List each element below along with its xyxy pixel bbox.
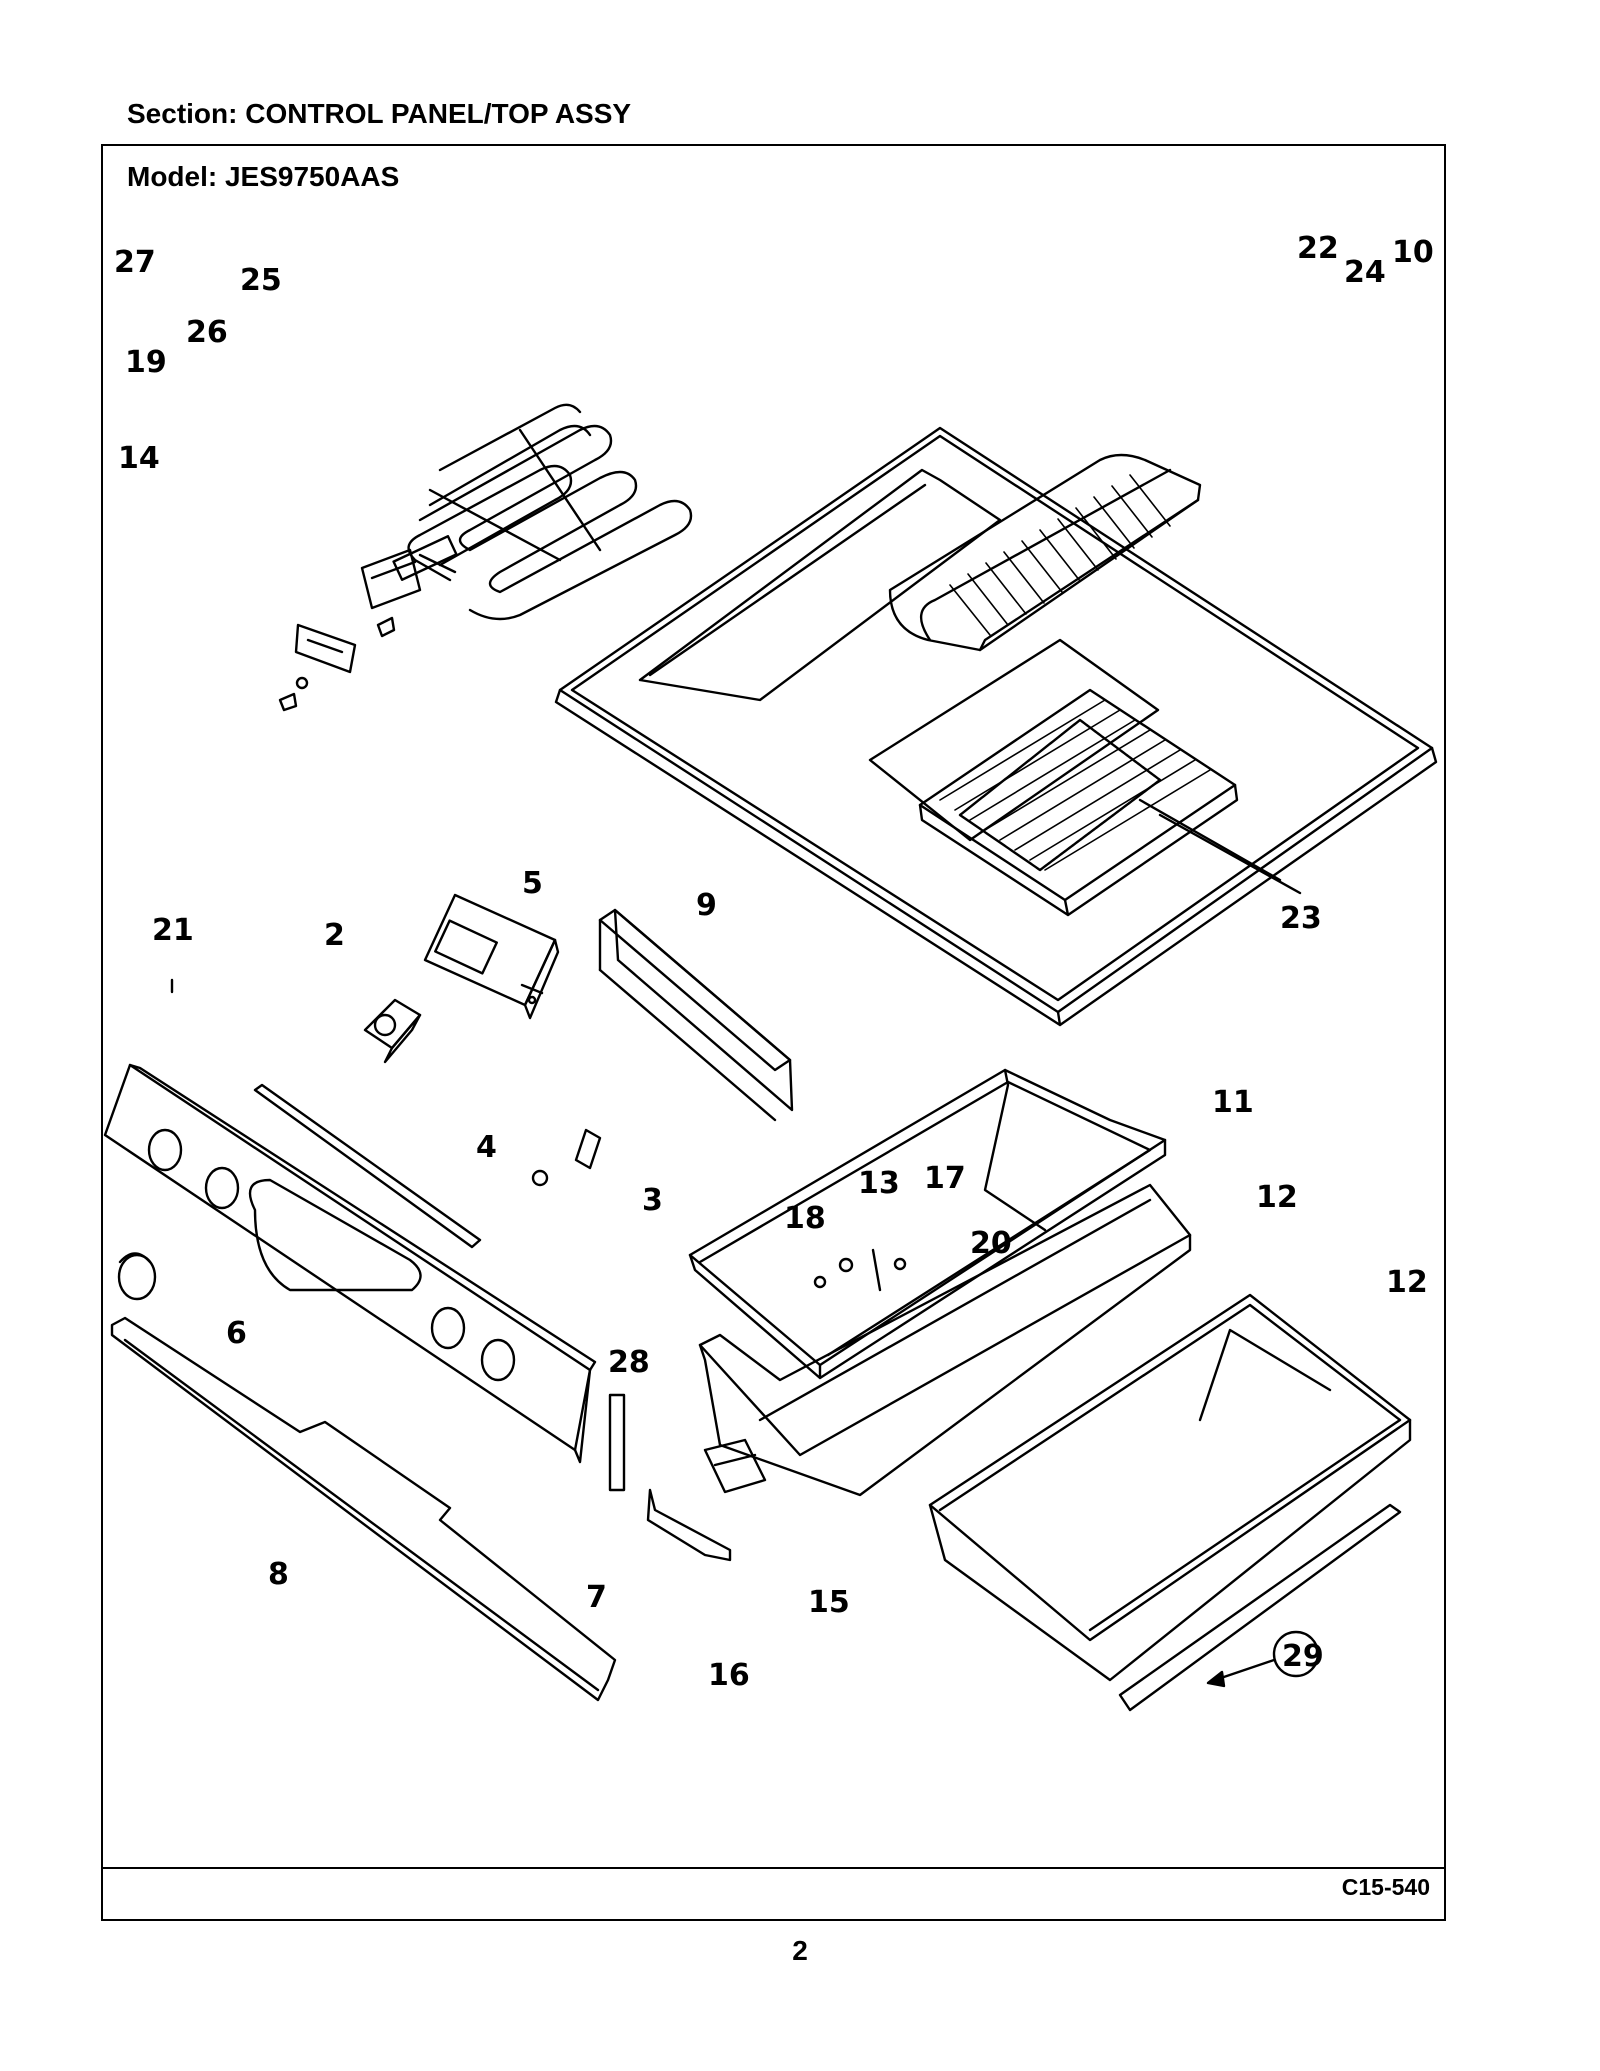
strip-part bbox=[253, 1083, 482, 1249]
callout-25: 25 bbox=[240, 263, 282, 298]
diagram-frame bbox=[101, 144, 1446, 1921]
drawer-bin-lower-part bbox=[928, 1293, 1412, 1682]
callout-16: 16 bbox=[708, 1658, 750, 1693]
model-title: Model: JES9750AAS bbox=[127, 161, 400, 192]
knob-part bbox=[531, 1128, 602, 1187]
callout-17: 17 bbox=[924, 1161, 966, 1196]
callout-7: 7 bbox=[586, 1580, 607, 1615]
drawer-liner-part bbox=[688, 1068, 1167, 1380]
callout-26: 26 bbox=[186, 315, 228, 350]
drawing-code: C15-540 bbox=[1341, 1874, 1430, 1900]
callout-3: 3 bbox=[642, 1183, 663, 1218]
callout-27: 27 bbox=[114, 245, 156, 280]
callout-22: 22 bbox=[1297, 231, 1339, 266]
callout-19: 19 bbox=[125, 345, 167, 380]
hardware-part bbox=[646, 1438, 767, 1562]
callout-28: 28 bbox=[608, 1345, 650, 1380]
bracket-part bbox=[608, 1393, 626, 1492]
vent-grille-part bbox=[888, 453, 1202, 652]
clock-timer-part bbox=[423, 893, 560, 1020]
drawer-bin-upper-part bbox=[698, 1183, 1192, 1497]
callout-2: 2 bbox=[324, 918, 345, 953]
callout-5: 5 bbox=[522, 866, 543, 901]
callout-14: 14 bbox=[118, 441, 160, 476]
footer-divider bbox=[101, 1867, 1446, 1869]
callout-15: 15 bbox=[808, 1585, 850, 1620]
drawer-rail-part bbox=[1118, 1503, 1402, 1712]
callout-24: 24 bbox=[1344, 255, 1386, 290]
callout-18: 18 bbox=[784, 1201, 826, 1236]
callout-6: 6 bbox=[226, 1316, 247, 1351]
terminal-block-part bbox=[278, 548, 422, 712]
callout-9: 9 bbox=[696, 888, 717, 923]
callout-20: 20 bbox=[970, 1226, 1012, 1261]
callout-29: 29 bbox=[1282, 1639, 1324, 1674]
control-panel-part bbox=[103, 1063, 597, 1464]
page-number: 2 bbox=[792, 1935, 808, 1966]
callout-12-upper: 12 bbox=[1256, 1180, 1298, 1215]
trim-channel-part bbox=[598, 908, 794, 1122]
switch-part bbox=[363, 998, 422, 1064]
callout-10: 10 bbox=[1392, 235, 1434, 270]
callout-13: 13 bbox=[858, 1166, 900, 1201]
screw-part bbox=[813, 1248, 907, 1292]
heating-element-part bbox=[392, 403, 693, 621]
callout-4: 4 bbox=[476, 1130, 497, 1165]
callout-23: 23 bbox=[1280, 901, 1322, 936]
callout-11: 11 bbox=[1212, 1085, 1254, 1120]
lower-trim-part bbox=[110, 1316, 617, 1702]
callout-12-lower: 12 bbox=[1386, 1265, 1428, 1300]
cooktop-part bbox=[554, 426, 1438, 1027]
callout-8: 8 bbox=[268, 1557, 289, 1592]
control-knob-part bbox=[117, 1252, 157, 1301]
section-title: Section: CONTROL PANEL/TOP ASSY bbox=[127, 98, 632, 129]
grill-grate-part bbox=[918, 688, 1239, 917]
callout-21: 21 bbox=[152, 913, 194, 948]
